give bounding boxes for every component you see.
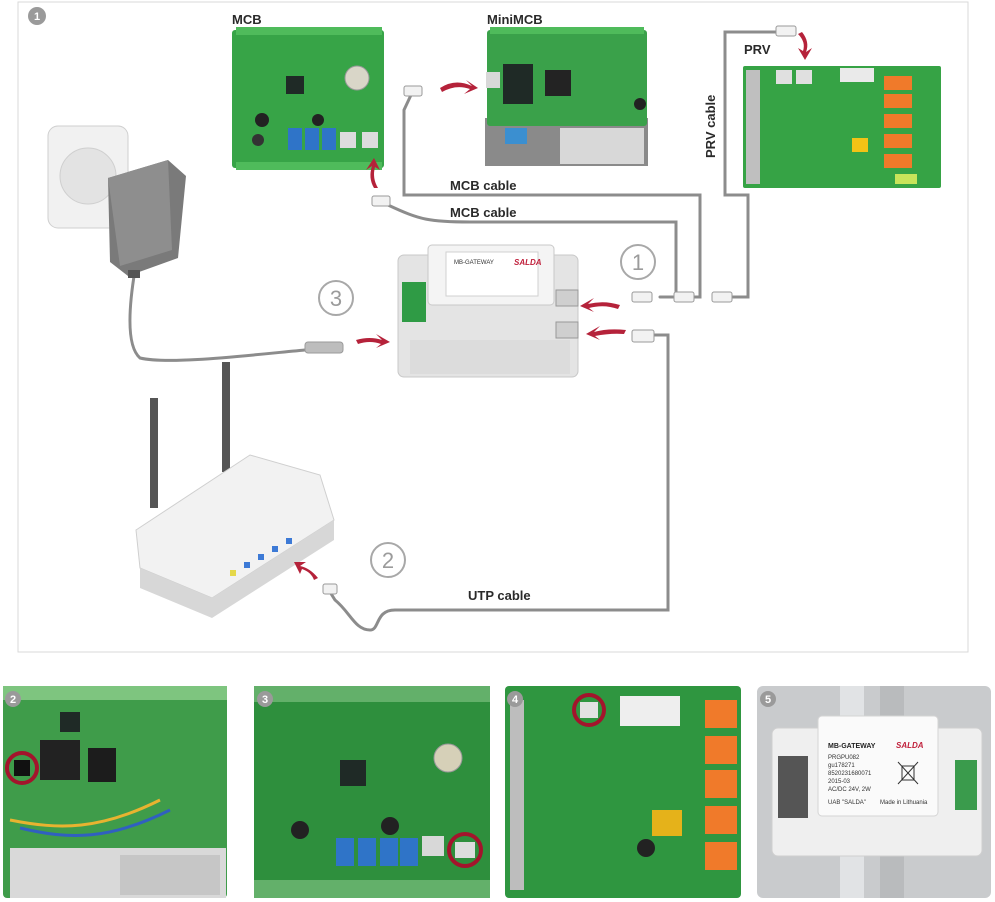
prv-label: PRV xyxy=(744,42,771,57)
minimcb-board xyxy=(485,27,648,166)
photo-3: 3 xyxy=(254,686,490,898)
svg-text:AC/DC 24V, 2W: AC/DC 24V, 2W xyxy=(828,787,871,793)
photo-5: MB-GATEWAY SALDA PRGPU082 gu178271 85202… xyxy=(757,686,991,898)
step-2: 2 xyxy=(370,542,406,578)
weee-bin-icon xyxy=(897,761,919,785)
arrow-icon xyxy=(586,326,626,340)
step-1: 1 xyxy=(620,244,656,280)
mcb-cable-line-2 xyxy=(402,93,702,299)
power-adapter xyxy=(108,160,186,278)
svg-text:3: 3 xyxy=(262,694,268,706)
red-arrows xyxy=(294,32,812,580)
svg-text:PRGPU082: PRGPU082 xyxy=(828,755,860,761)
router xyxy=(135,362,335,618)
highlight-ring xyxy=(447,832,483,868)
cables xyxy=(128,30,782,632)
photo-4: 4 xyxy=(505,686,741,898)
mcb-label: MCB xyxy=(232,12,262,27)
prv-board xyxy=(743,66,941,188)
utp-cable-label: UTP cable xyxy=(468,588,531,603)
svg-text:8520231680071: 8520231680071 xyxy=(828,771,872,777)
arrow-icon xyxy=(366,158,380,188)
svg-text:2015-03: 2015-03 xyxy=(828,779,851,785)
prv-cable-label: PRV cable xyxy=(703,95,718,158)
svg-text:2: 2 xyxy=(10,694,16,706)
power-cord xyxy=(128,268,307,362)
prv-cable-line xyxy=(723,30,782,299)
step-3: 3 xyxy=(318,280,354,316)
utp-cable-line xyxy=(328,333,670,632)
plugs xyxy=(304,25,797,595)
mcb-cable-line-1 xyxy=(386,203,678,299)
svg-text:MB-GATEWAY: MB-GATEWAY xyxy=(828,743,876,750)
svg-text:5: 5 xyxy=(765,694,771,706)
wall-socket xyxy=(47,125,129,229)
svg-text:SALDA: SALDA xyxy=(896,741,924,750)
arrow-icon xyxy=(356,334,390,348)
svg-text:1: 1 xyxy=(632,250,644,275)
mcb-cable-label-2: MCB cable xyxy=(450,205,516,220)
svg-text:gu178271: gu178271 xyxy=(828,763,855,769)
arrow-icon xyxy=(580,298,620,312)
svg-text:Made in Lithuania: Made in Lithuania xyxy=(880,800,928,806)
minimcb-label: MiniMCB xyxy=(487,12,543,27)
highlight-ring xyxy=(572,693,606,727)
highlight-ring xyxy=(5,751,39,785)
svg-text:1: 1 xyxy=(34,11,40,23)
mcb-board xyxy=(232,27,384,170)
svg-text:MB-GATEWAY: MB-GATEWAY xyxy=(454,260,494,266)
mcb-cable-label-1: MCB cable xyxy=(450,178,516,193)
arrow-icon xyxy=(798,32,812,60)
panel-badge-1: 1 xyxy=(28,7,46,25)
arrow-icon xyxy=(440,80,478,94)
arrow-icon xyxy=(294,562,318,580)
photo-2: 2 xyxy=(3,686,227,898)
svg-text:4: 4 xyxy=(512,694,519,706)
svg-text:2: 2 xyxy=(382,548,394,573)
svg-text:UAB "SALDA": UAB "SALDA" xyxy=(828,800,866,806)
mb-gateway-device: MB-GATEWAY SALDA xyxy=(397,244,579,378)
svg-text:3: 3 xyxy=(330,286,342,311)
svg-text:SALDA: SALDA xyxy=(514,258,542,267)
